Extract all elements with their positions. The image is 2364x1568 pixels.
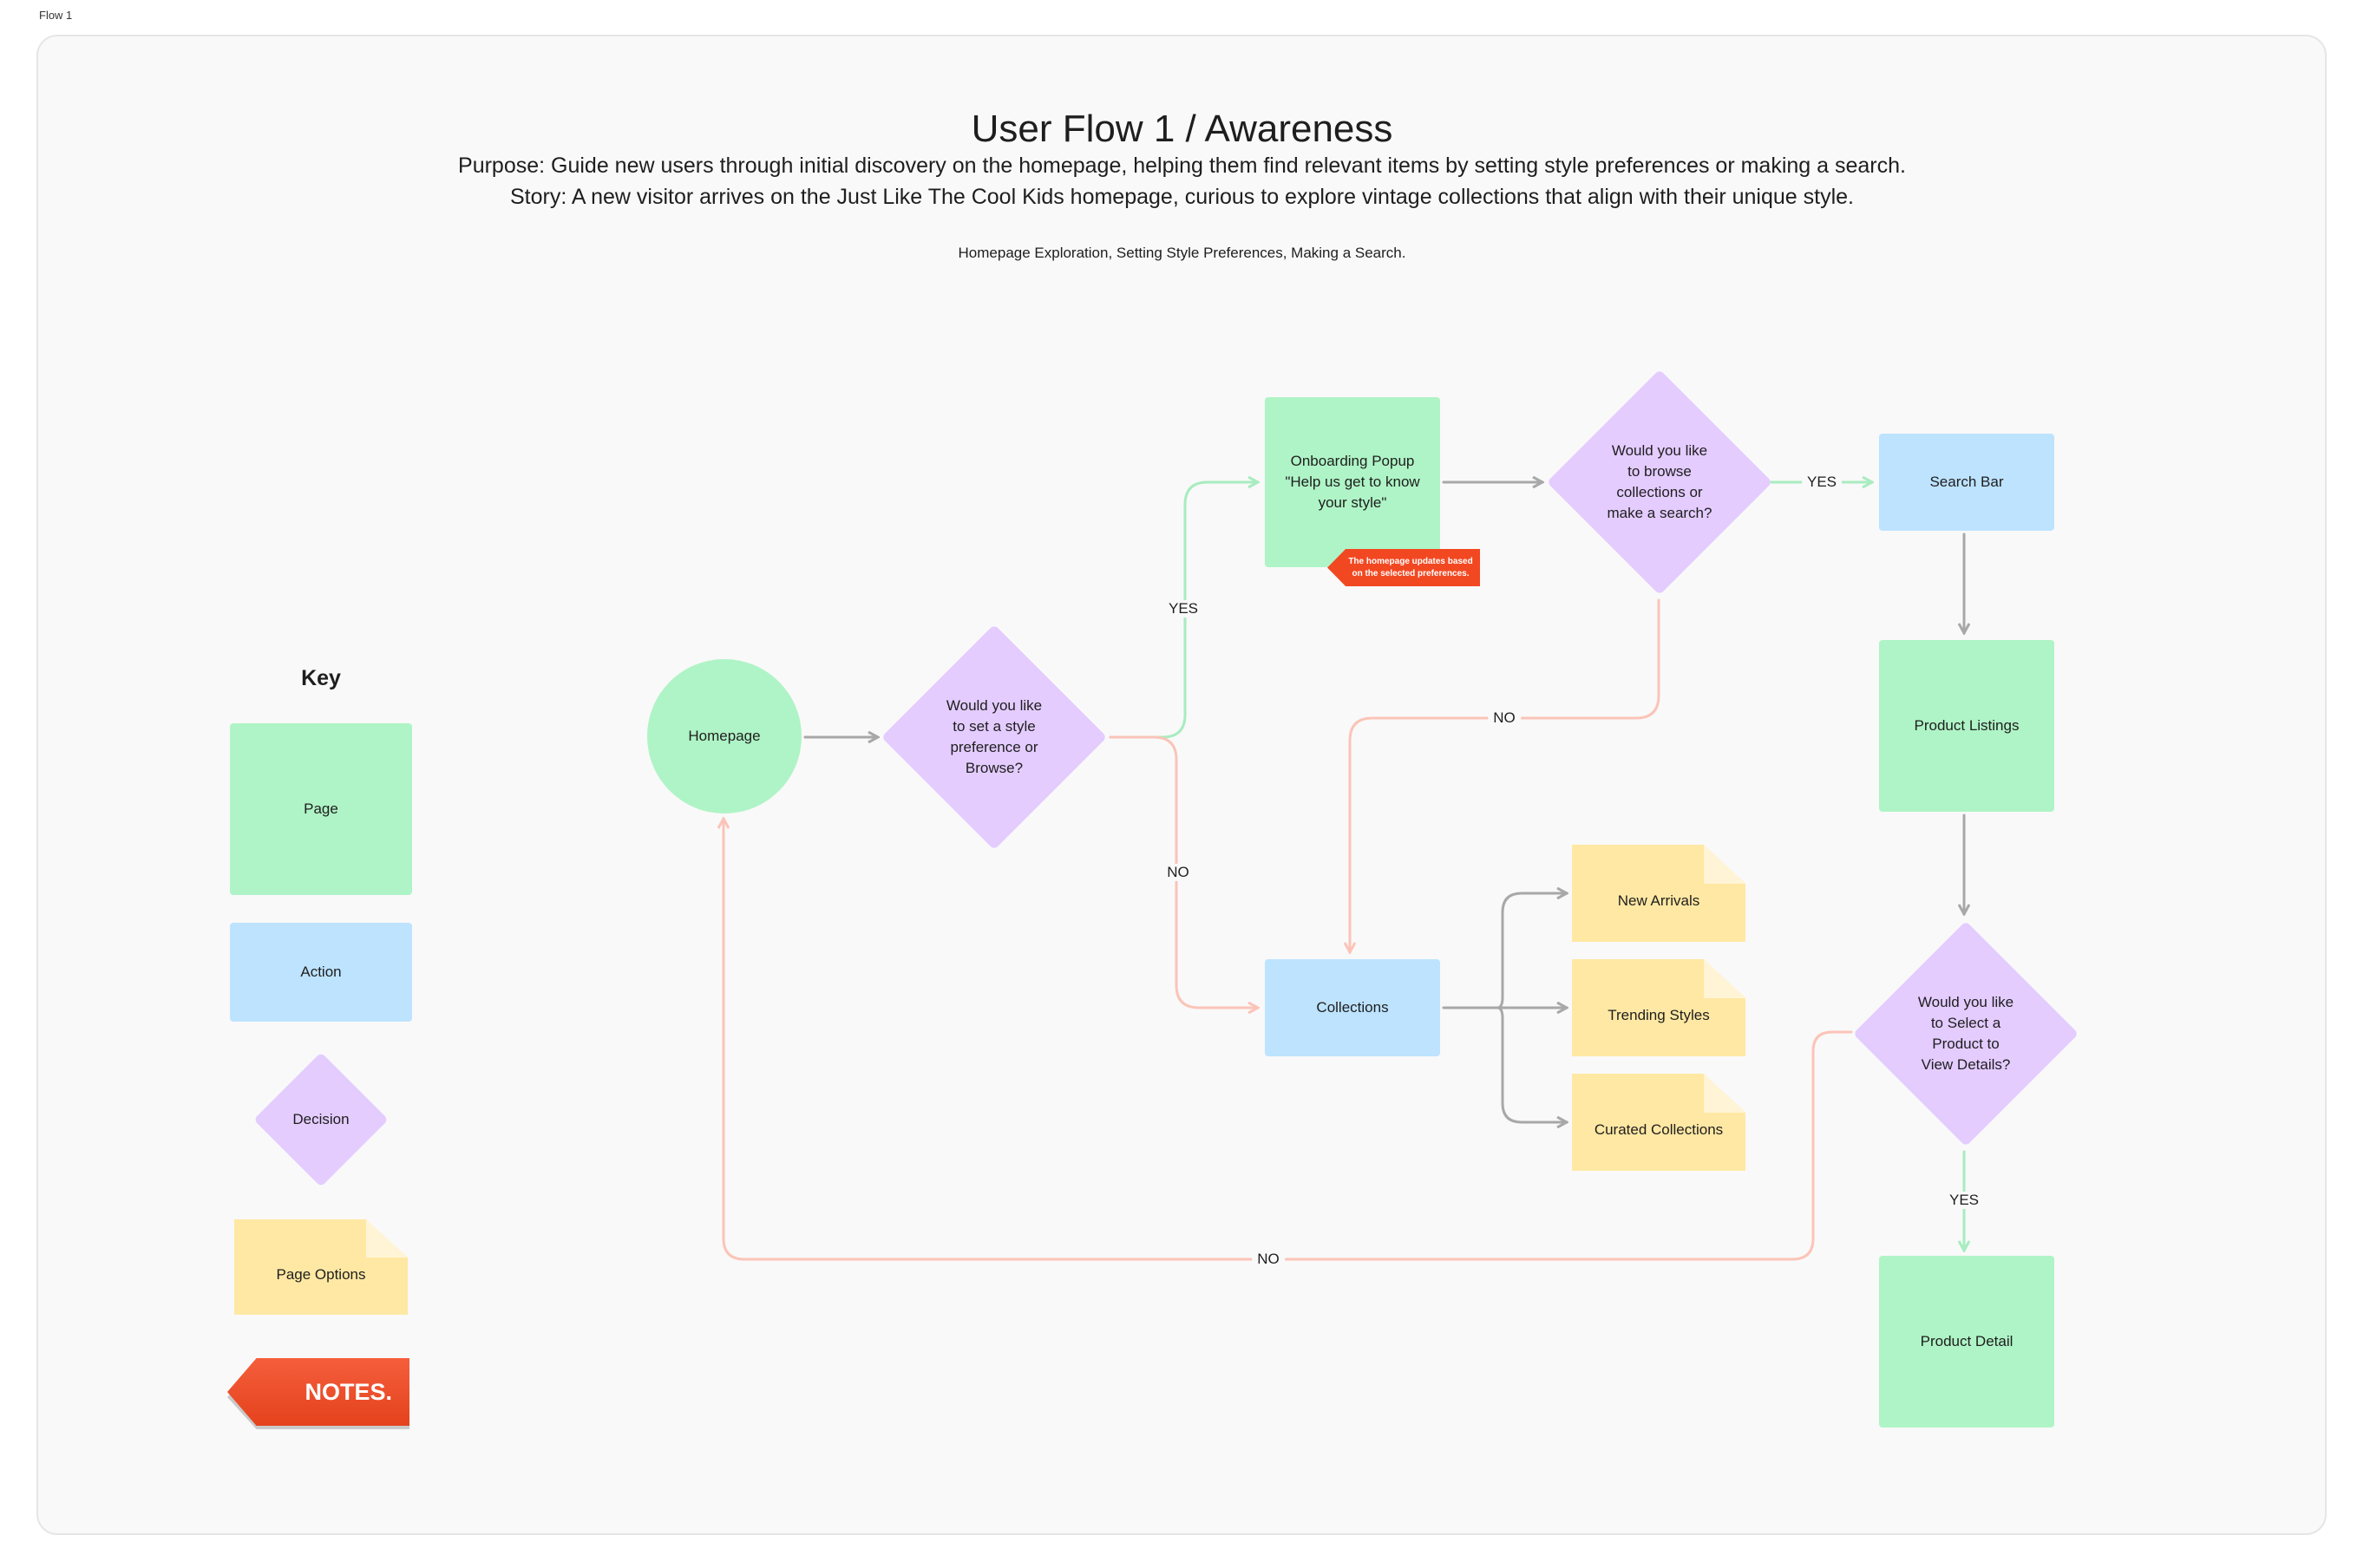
key-decision: Decision: [252, 1049, 390, 1190]
node-homepage[interactable]: Homepage: [647, 659, 802, 813]
node-decision-select[interactable]: Would you like to Select a Product to Vi…: [1852, 919, 2079, 1148]
decision-text: Would you like to browse collections or …: [1607, 442, 1712, 521]
edge-label-select-no: NO: [1252, 1251, 1285, 1268]
edge-label-select-yes: YES: [1943, 1192, 1985, 1209]
decision-text: Decision: [292, 1111, 350, 1127]
note-homepage-updates: The homepage updates based on the select…: [1327, 549, 1480, 586]
key-page: Page: [230, 723, 412, 895]
edge-collections-to-options: [1442, 892, 1567, 1124]
decision-text: Would you like to Select a Product to Vi…: [1917, 994, 2014, 1073]
node-product-detail[interactable]: Product Detail: [1879, 1256, 2054, 1428]
edge-label-browse-yes: YES: [1801, 474, 1843, 491]
node-onboarding-popup[interactable]: Onboarding Popup "Help us get to know yo…: [1265, 397, 1440, 567]
purpose-text: Purpose: Guide new users through initial…: [458, 154, 1906, 178]
story-text: Story: A new visitor arrives on the Just…: [510, 185, 1854, 209]
node-decision-browse[interactable]: Would you like to browse collections or …: [1546, 368, 1773, 597]
node-curated-collections[interactable]: Curated Collections: [1572, 1074, 1745, 1171]
node-product-listings[interactable]: Product Listings: [1879, 640, 2054, 812]
page-title: User Flow 1 / Awareness: [971, 108, 1393, 150]
key-notes: NOTES.: [227, 1358, 409, 1426]
edge-label-browse-no: NO: [1488, 709, 1521, 727]
node-search-bar[interactable]: Search Bar: [1879, 434, 2054, 531]
edge-label-style-yes: YES: [1162, 600, 1204, 617]
decision-text: Would you like to set a style preference…: [946, 697, 1043, 776]
key-action: Action: [230, 923, 412, 1022]
key-title: Key: [301, 666, 341, 690]
frame-label: Flow 1: [39, 9, 73, 22]
node-decision-style[interactable]: Would you like to set a style preference…: [881, 623, 1108, 852]
node-trending-styles[interactable]: Trending Styles: [1572, 959, 1745, 1056]
edge-select-no: [724, 819, 1853, 1261]
edge-label-style-no: NO: [1162, 864, 1195, 881]
node-collections[interactable]: Collections: [1265, 959, 1440, 1056]
sections-text: Homepage Exploration, Setting Style Pref…: [958, 245, 1406, 261]
